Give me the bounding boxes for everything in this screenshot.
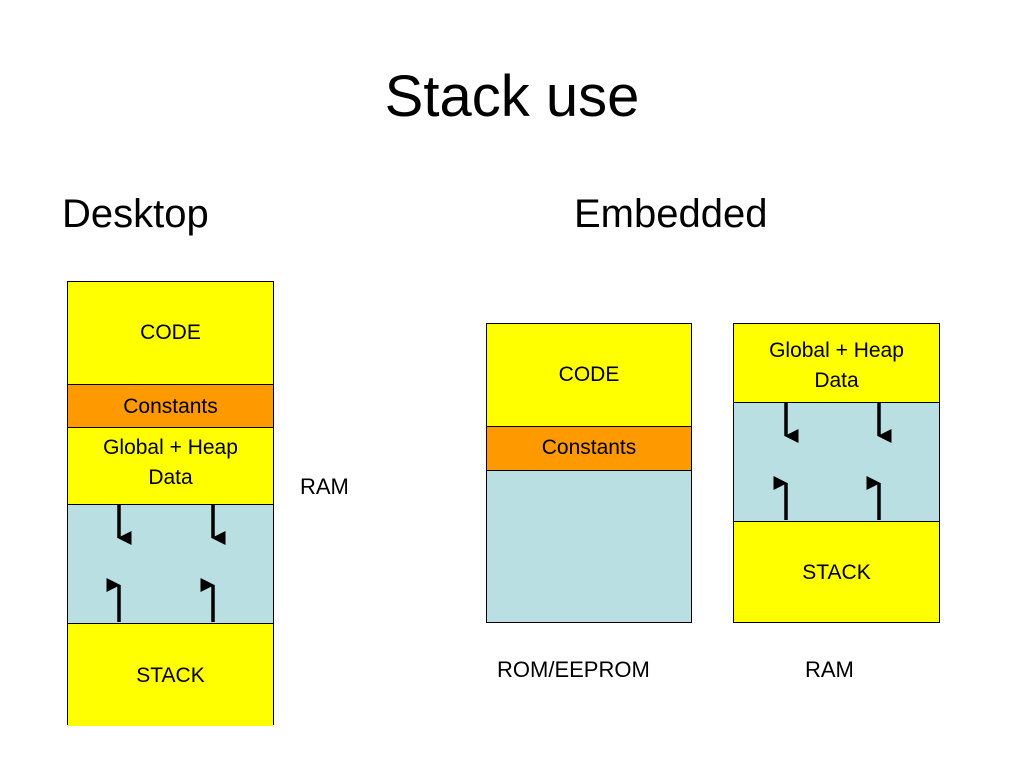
embedded-stack-segment: STACK xyxy=(734,521,939,622)
desktop-global-heap-label: Global + Heap Data xyxy=(103,436,238,489)
embedded-rom-free-space xyxy=(487,470,691,622)
embedded-rom-label: ROM/EEPROM xyxy=(497,657,650,682)
embedded-ram-label: RAM xyxy=(805,657,854,682)
desktop-constants-label: Constants xyxy=(123,395,218,418)
embedded-heading: Embedded xyxy=(574,192,768,236)
embedded-global-heap-segment: Global + Heap Data xyxy=(734,324,939,402)
embedded-ram-column: Global + Heap Data STACK xyxy=(733,323,940,623)
desktop-stack-label: STACK xyxy=(136,664,205,687)
desktop-global-heap-segment: Global + Heap Data xyxy=(68,427,273,504)
desktop-stack-segment: STACK xyxy=(68,623,273,726)
embedded-constants-label: Constants xyxy=(541,436,637,459)
desktop-ram-label: RAM xyxy=(300,474,349,499)
desktop-code-label: CODE xyxy=(140,321,201,344)
embedded-code-label: CODE xyxy=(558,363,620,386)
desktop-free-space xyxy=(68,504,273,623)
embedded-rom-column: CODE Constants xyxy=(486,323,692,623)
embedded-code-segment: CODE xyxy=(487,324,691,426)
embedded-global-heap-label: Global + Heap Data xyxy=(769,339,904,392)
embedded-ram-free-space xyxy=(734,402,939,521)
embedded-constants-segment: Constants xyxy=(487,426,691,470)
desktop-constants-segment: Constants xyxy=(68,384,273,427)
desktop-memory-column: CODE Constants Global + Heap Data STACK xyxy=(67,281,274,726)
desktop-code-segment: CODE xyxy=(68,282,273,384)
desktop-heading: Desktop xyxy=(62,192,209,236)
embedded-stack-label: STACK xyxy=(802,561,871,584)
slide-title: Stack use xyxy=(384,64,640,129)
